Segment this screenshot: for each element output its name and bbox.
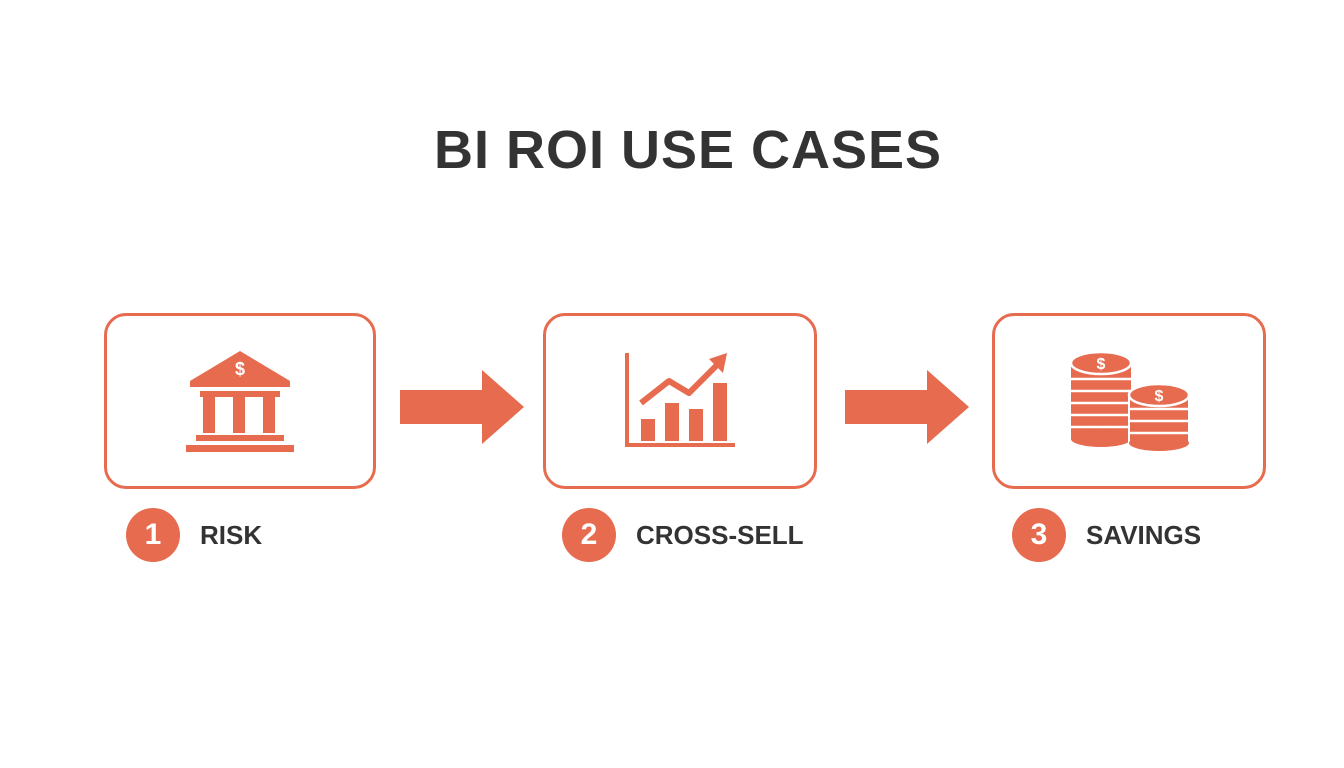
step-label: SAVINGS <box>1086 519 1202 550</box>
svg-text:$: $ <box>1097 356 1106 373</box>
use-case-card-savings: $ $ <box>992 313 1266 489</box>
use-case-card-cross-sell <box>543 313 817 489</box>
growth-chart-icon <box>625 353 735 447</box>
use-case-card-risk: $ <box>104 313 376 489</box>
step-cross-sell: 2 CROSS-SELL <box>562 508 804 562</box>
arrow-right-icon <box>400 370 524 444</box>
page-title: BI ROI USE CASES <box>433 120 943 180</box>
arrow-right-icon <box>845 370 969 444</box>
coin-stacks-icon: $ $ <box>1069 350 1191 451</box>
svg-text:$: $ <box>1155 388 1164 405</box>
step-number-badge: 3 <box>1012 508 1066 562</box>
bank-icon: $ <box>186 351 294 452</box>
step-label: RISK <box>200 519 263 550</box>
step-number-badge: 1 <box>126 508 180 562</box>
step-label: CROSS-SELL <box>636 519 804 550</box>
svg-text:$: $ <box>235 359 245 379</box>
step-savings: 3 SAVINGS <box>1012 508 1201 562</box>
step-risk: 1 RISK <box>126 508 262 562</box>
step-number-badge: 2 <box>562 508 616 562</box>
